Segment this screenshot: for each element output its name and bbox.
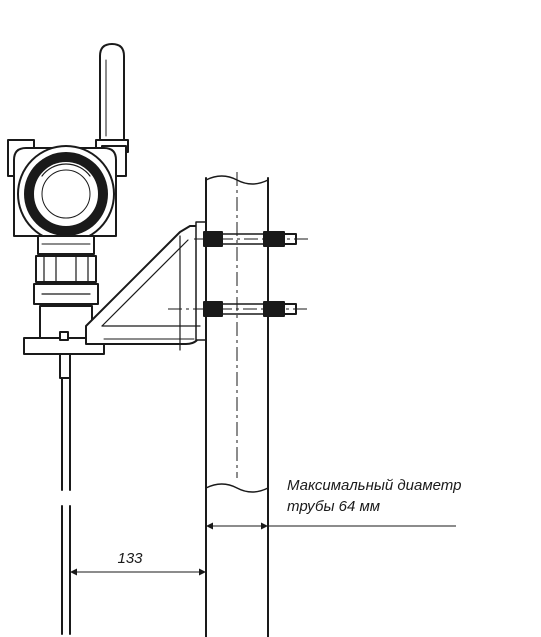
pipe bbox=[205, 175, 269, 637]
mounting-bracket bbox=[85, 221, 207, 351]
antenna bbox=[95, 43, 129, 153]
centerlines bbox=[168, 172, 308, 478]
display-window bbox=[32, 160, 100, 228]
transmitter-housing bbox=[7, 139, 127, 255]
process-connection bbox=[23, 255, 105, 355]
offset-dimension-label: 133 bbox=[117, 550, 143, 567]
dimension-lines bbox=[70, 500, 456, 576]
max-diameter-label-line1: Максимальный диаметр bbox=[287, 477, 461, 494]
probe-rod bbox=[59, 353, 71, 635]
max-diameter-label-line2: трубы 64 мм bbox=[287, 498, 380, 515]
